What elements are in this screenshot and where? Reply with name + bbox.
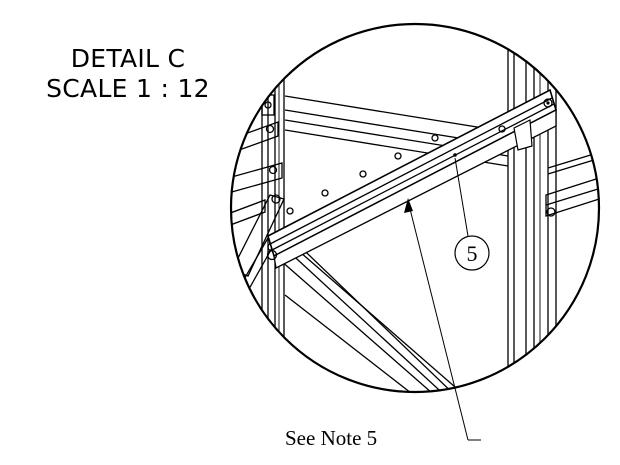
detail-clipped-geometry xyxy=(231,24,599,392)
right-frame-posts xyxy=(507,24,557,392)
detail-label: DETAIL C SCALE 1 : 12 xyxy=(18,44,238,104)
see-note-label: See Note 5 xyxy=(285,426,378,450)
angle-bracket-part-5 xyxy=(266,88,557,269)
diagonal-braces xyxy=(279,231,471,392)
detail-scale: SCALE 1 : 12 xyxy=(46,74,210,103)
item-balloon xyxy=(454,235,490,271)
detail-title: DETAIL C xyxy=(70,44,186,73)
balloon-number: 5 xyxy=(467,241,478,266)
note-leader-line xyxy=(408,204,469,441)
balloon-leader xyxy=(454,157,469,237)
right-bracket xyxy=(512,136,599,217)
note-arrowhead xyxy=(404,198,413,213)
detail-boundary-circle xyxy=(229,22,601,394)
